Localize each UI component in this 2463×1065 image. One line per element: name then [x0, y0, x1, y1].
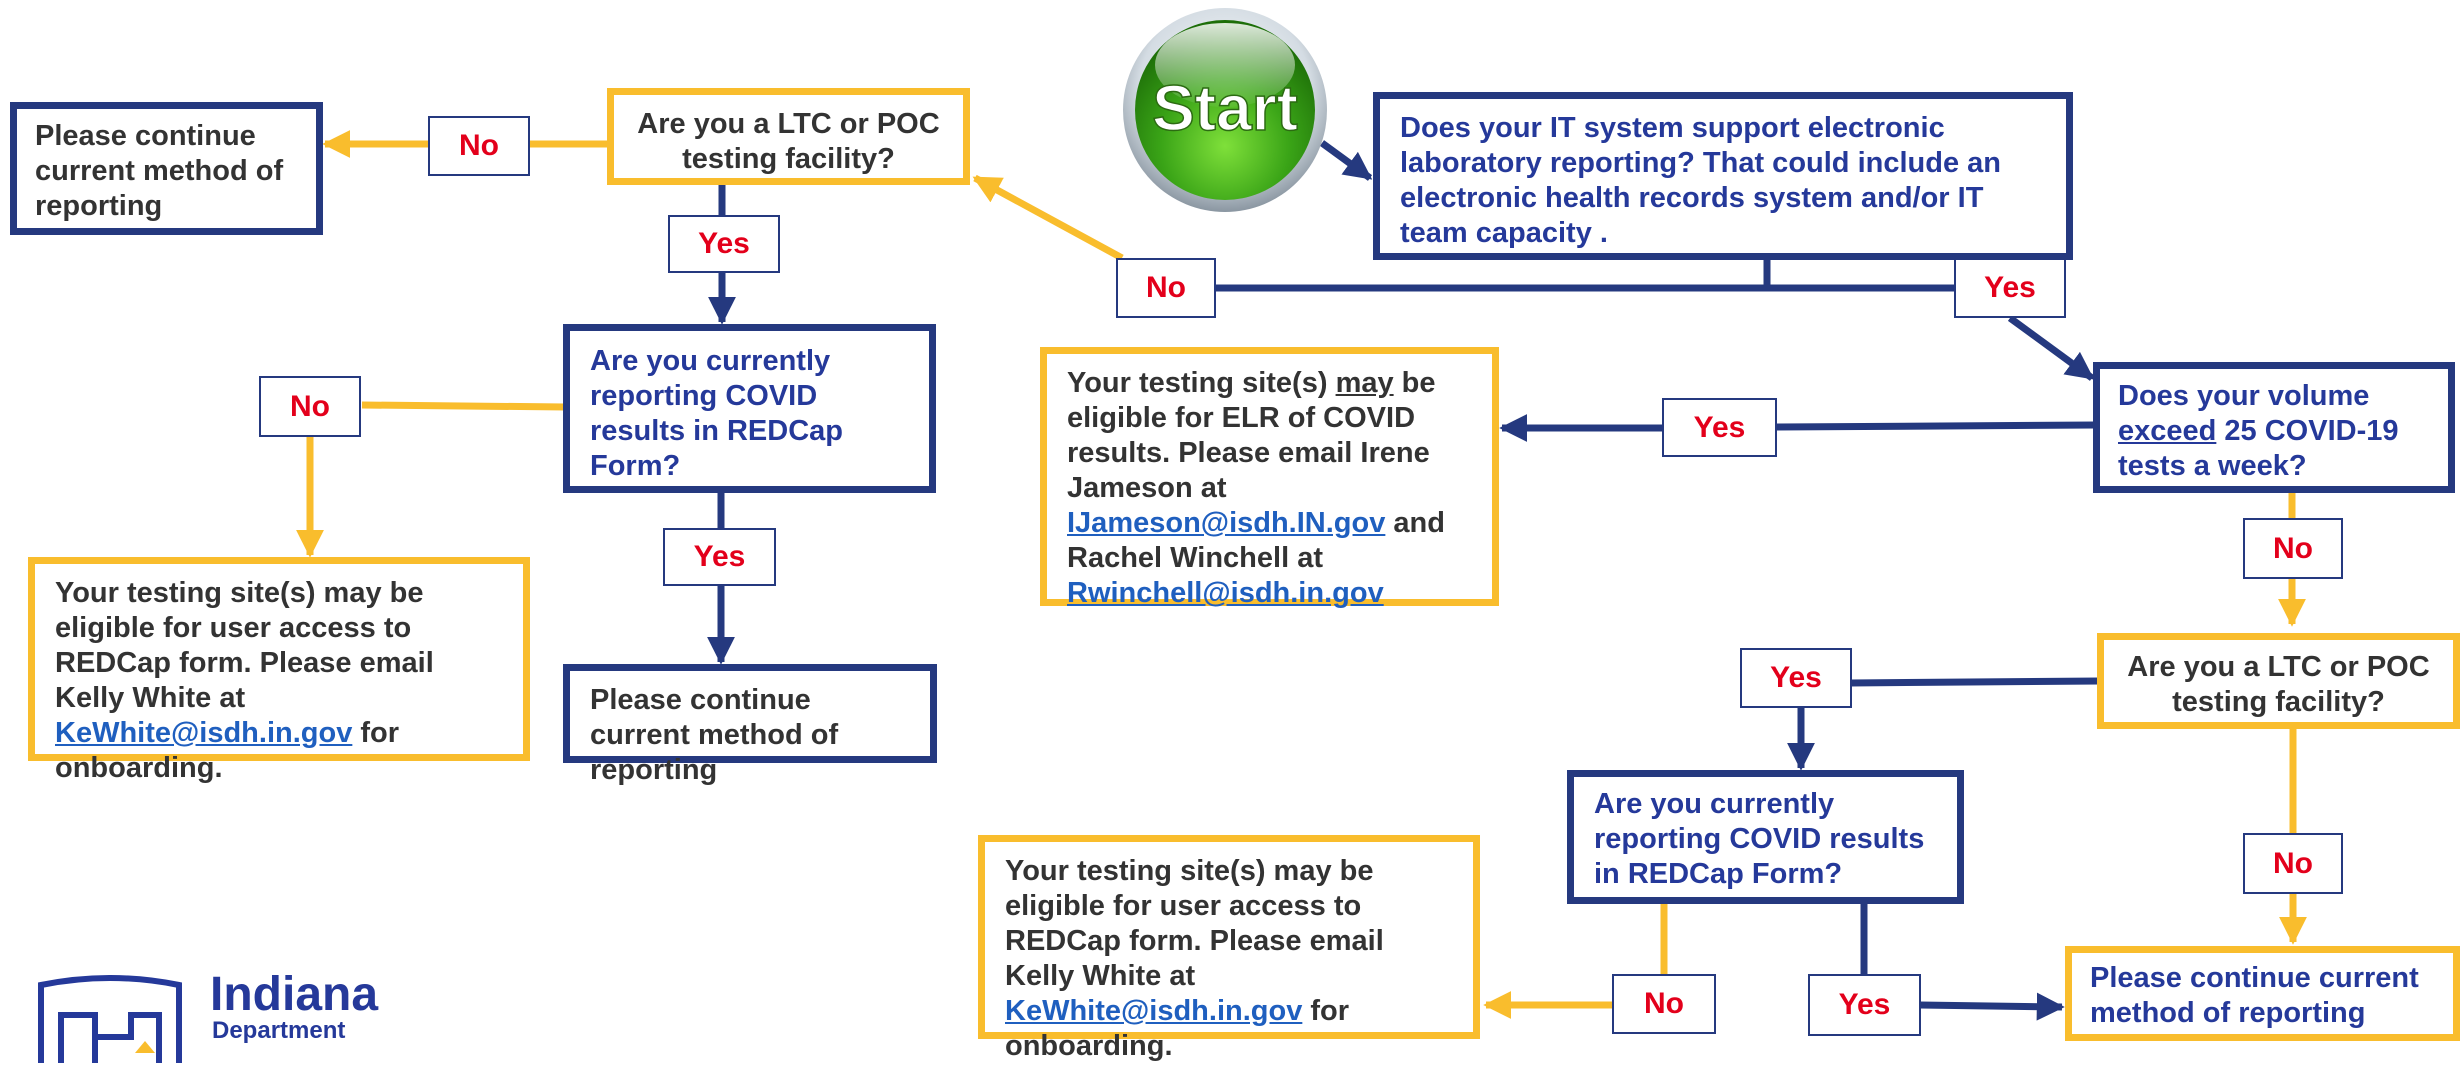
node-it-system-question: Does your IT system support electronic l…	[1373, 92, 2073, 260]
connector-volume-yes-a	[1776, 421, 2096, 431]
ltc-right-question-text: Are you a LTC or POC testing facility?	[2127, 651, 2430, 718]
flowchart-canvas: Start Does your IT system support electr…	[10, 5, 2460, 1063]
connector-start-to-it	[1319, 140, 1373, 181]
volume-question-exceed: exceed	[2118, 415, 2217, 447]
redcap-right-question-text: Are you currently reporting COVID result…	[1594, 788, 1925, 890]
label-no-ltc-left: No	[428, 116, 530, 176]
label-yes-redcap-left: Yes	[663, 528, 776, 586]
label-yes-ltc-right: Yes	[1740, 648, 1852, 708]
node-volume-question: Does your volume exceed 25 COVID-19 test…	[2093, 362, 2455, 493]
node-redcap-right-question: Are you currently reporting COVID result…	[1567, 770, 1964, 904]
label-no-ltc-right: No	[2243, 833, 2343, 894]
label-no-redcap-left: No	[259, 376, 361, 437]
ltc-left-question-text: Are you a LTC or POC testing facility?	[637, 108, 940, 175]
node-redcap-left-question: Are you currently reporting COVID result…	[563, 324, 936, 493]
node-elr-info: Your testing site(s) may be eligible for…	[1040, 347, 1499, 609]
kewhite-email-link-bottom[interactable]: KeWhite@isdh.in.gov	[1005, 995, 1303, 1027]
continue-right-text: Please continue current method of report…	[2090, 962, 2419, 1029]
ijameson-email-link[interactable]: IJameson@isdh.IN.gov	[1067, 507, 1386, 539]
node-ltc-right-question: Are you a LTC or POC testing facility?	[2097, 633, 2460, 729]
node-redcap-access-left: Your testing site(s) may be eligible for…	[28, 557, 530, 784]
node-redcap-access-bottom: Your testing site(s) may be eligible for…	[978, 835, 1480, 1062]
kewhite-email-link-left[interactable]: KeWhite@isdh.in.gov	[55, 717, 353, 749]
label-yes-volume: Yes	[1662, 398, 1777, 457]
node-continue-left: Please continue current method of report…	[10, 102, 323, 235]
label-no-it: No	[1116, 258, 1216, 318]
elr-info-text-1: Your testing site(s)	[1067, 367, 1336, 399]
label-yes-redcap-right: Yes	[1808, 974, 1921, 1036]
start-orb-icon: Start	[1123, 8, 1327, 212]
start-label: Start	[1152, 72, 1298, 144]
connector-layer	[296, 130, 2307, 1021]
label-yes-ltc-left: Yes	[668, 215, 780, 273]
continue-left-text: Please continue current method of report…	[35, 120, 284, 222]
redcap-left-question-text: Are you currently reporting COVID result…	[590, 345, 843, 482]
connector-ltc-right-yes-a	[1849, 677, 2101, 687]
node-continue-mid: Please continue current method of report…	[563, 664, 937, 786]
connector-no-to-ltc-left	[972, 174, 1124, 262]
logo-department: Department	[212, 1017, 346, 1044]
volume-question-rest: 25 COVID-19 tests a week?	[2118, 415, 2399, 482]
elr-info-may: may	[1335, 367, 1394, 399]
redcap-access-left-tail: for onboarding.	[55, 717, 400, 784]
redcap-access-bottom-text: Your testing site(s) may be eligible for…	[1005, 855, 1384, 992]
logo-name: Indiana	[210, 968, 379, 1021]
node-continue-right: Please continue current method of report…	[2065, 946, 2460, 1041]
connector-redcap-left-no-a	[361, 401, 567, 411]
connector-redcap-right-yes-b	[1919, 992, 2065, 1021]
volume-question-line1: Does your volume	[2118, 380, 2370, 412]
label-yes-it: Yes	[1954, 258, 2066, 318]
label-no-volume: No	[2243, 518, 2343, 579]
label-no-redcap-right: No	[1612, 974, 1716, 1034]
connector-yes-to-volume	[2007, 315, 2095, 381]
elr-info-text-3: and Rachel Winchell at	[1067, 507, 1445, 574]
redcap-access-left-text: Your testing site(s) may be eligible for…	[55, 577, 434, 714]
rwinchell-email-link[interactable]: Rwinchell@isdh.in.gov	[1067, 577, 1384, 609]
node-ltc-left-question: Are you a LTC or POC testing facility?	[607, 88, 970, 185]
start-button[interactable]: Start	[1120, 5, 1330, 215]
continue-mid-text: Please continue current method of report…	[590, 684, 839, 786]
elr-info-text-2: be eligible for ELR of COVID results. Pl…	[1067, 367, 1436, 504]
it-system-question-text: Does your IT system support electronic l…	[1400, 112, 2001, 249]
indiana-state-mark-icon	[38, 975, 182, 1063]
